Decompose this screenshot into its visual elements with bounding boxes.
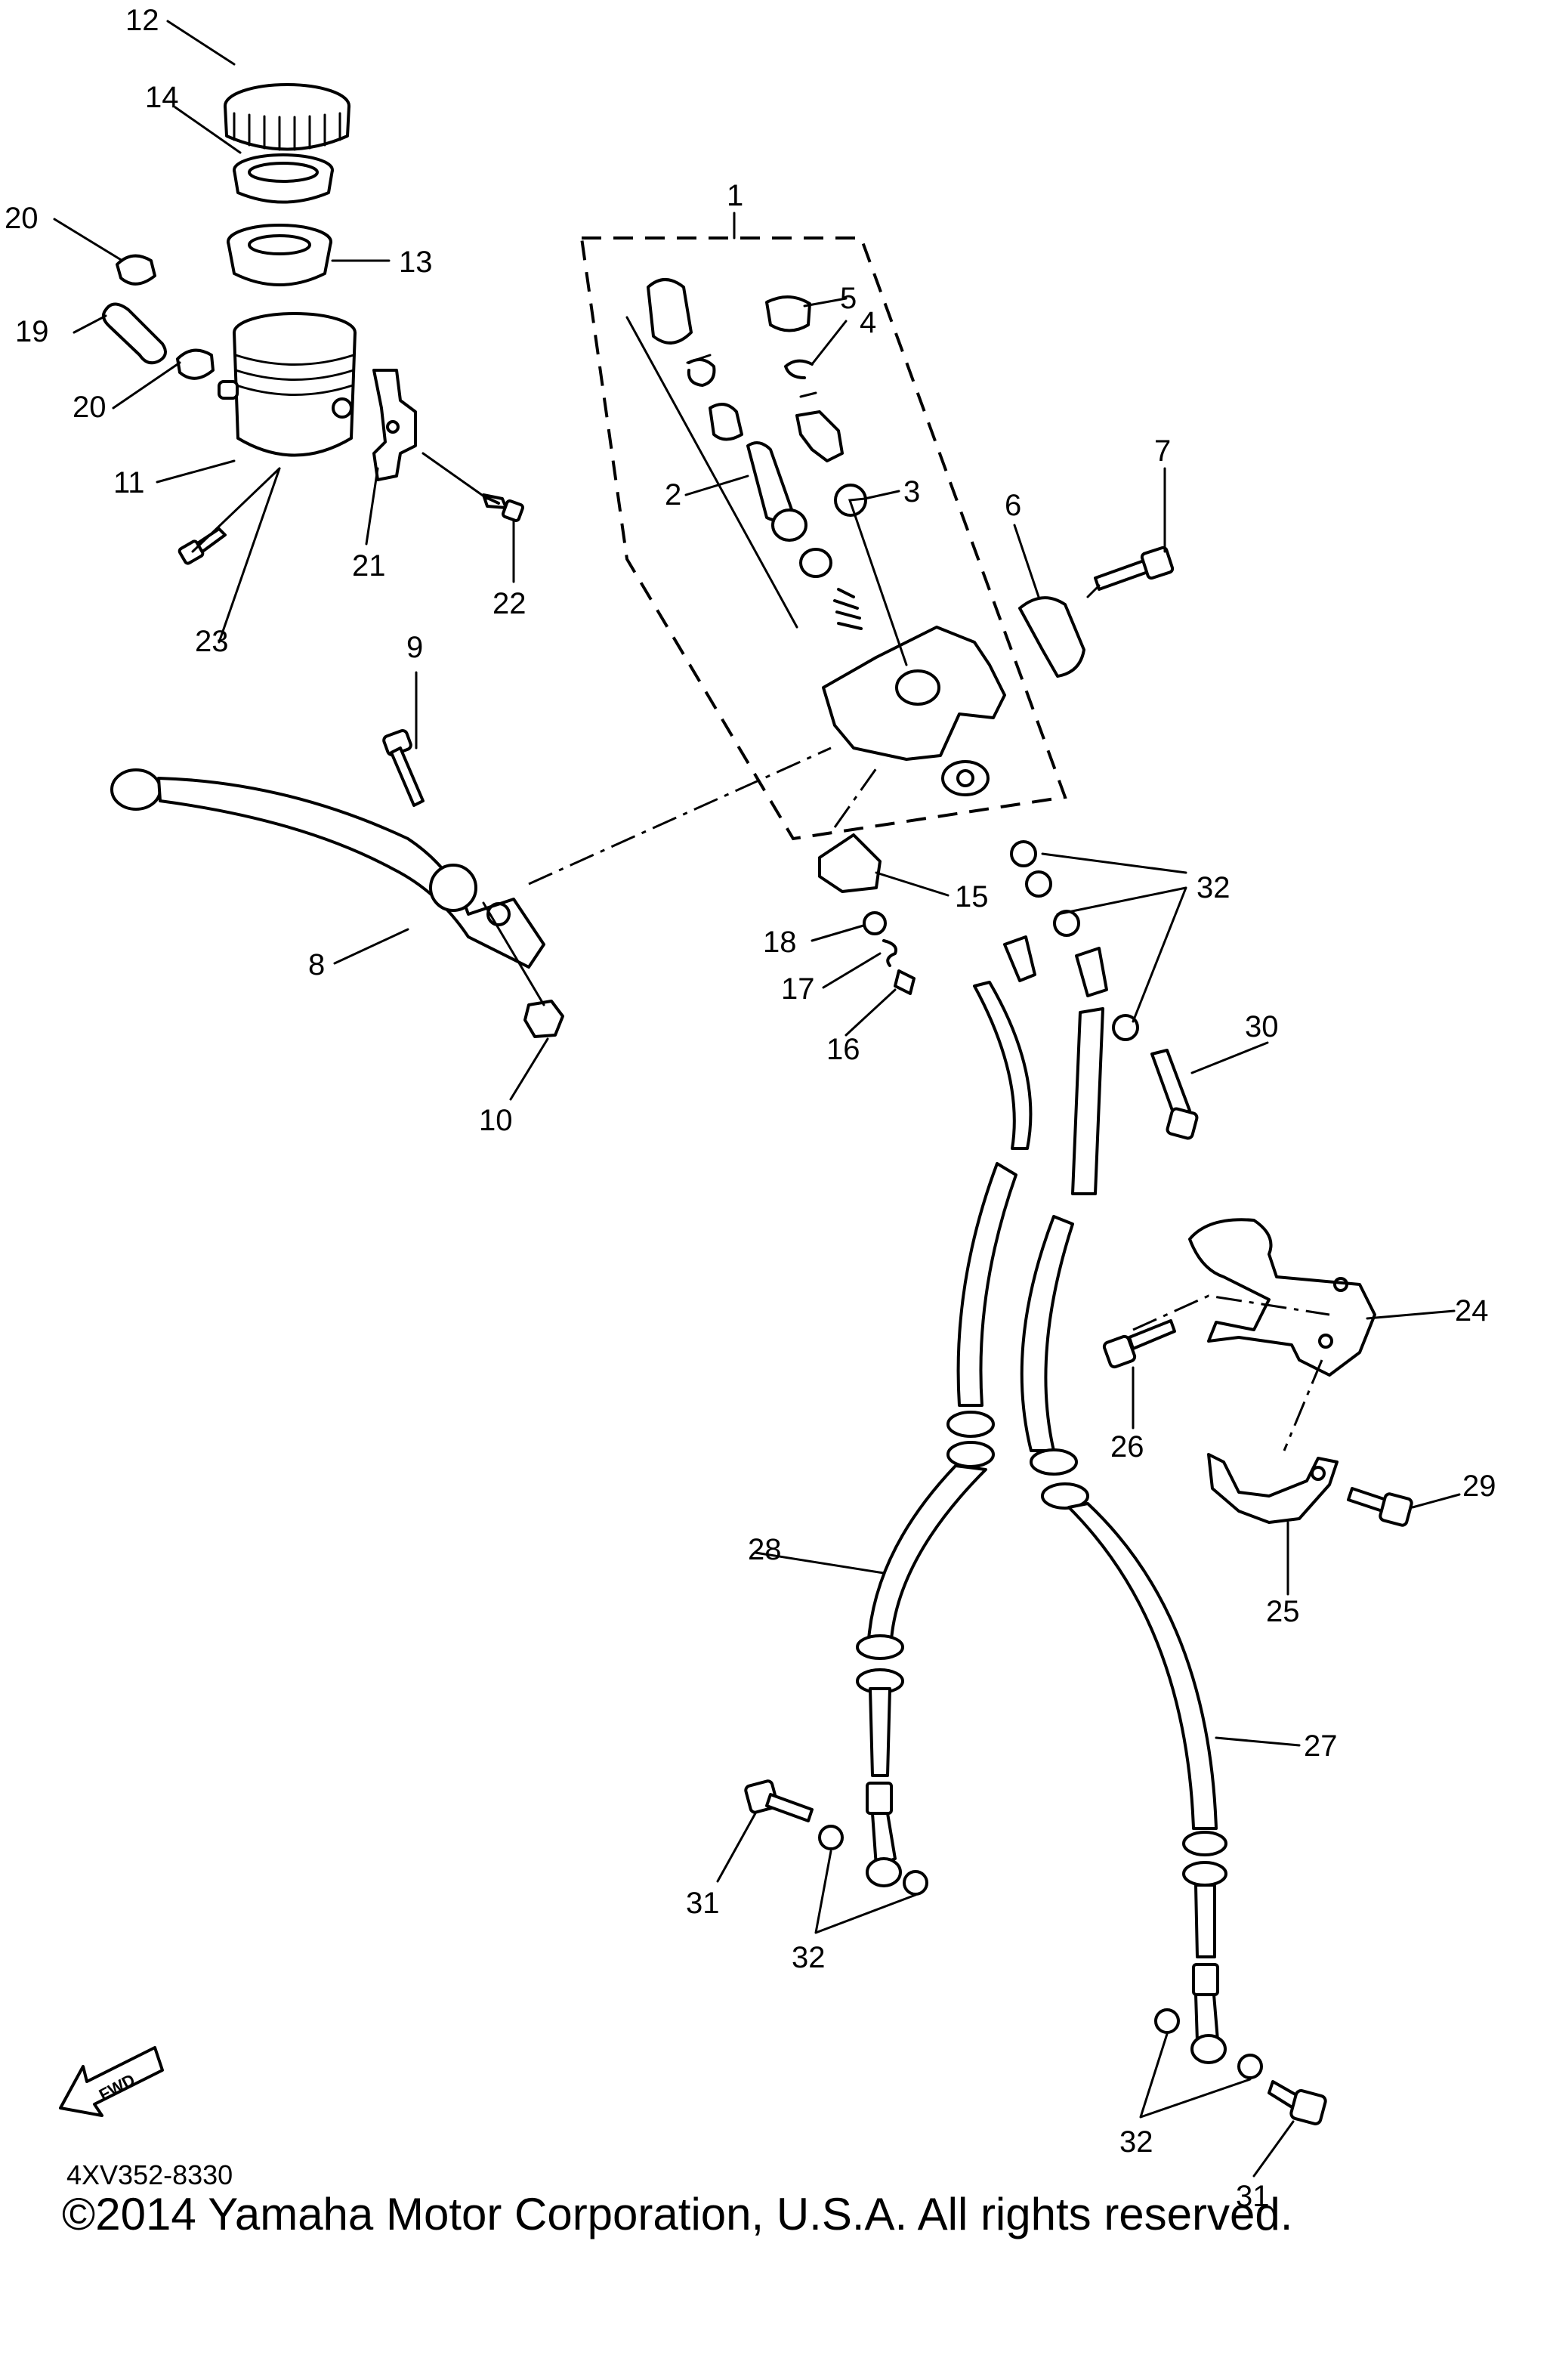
callout-18: 18: [763, 926, 797, 959]
washer-18-part: [863, 911, 887, 935]
circlip-4-part: [784, 359, 814, 379]
callout-3: 3: [903, 475, 920, 508]
callout-19: 19: [15, 315, 49, 348]
reservoir-bracket-part: [372, 369, 417, 481]
reservoir-cap-part: [224, 83, 350, 151]
callout-32-left: 32: [792, 1941, 826, 1974]
holder-6-part: [1018, 596, 1085, 678]
callout-23: 23: [195, 625, 229, 658]
reservoir-hose-part: [101, 302, 167, 365]
union-bolt-31-right-part: [1268, 2080, 1327, 2125]
callout-25: 25: [1266, 1595, 1300, 1628]
hose-clamp-upper-part: [116, 254, 156, 286]
callout-7: 7: [1154, 434, 1171, 468]
reservoir-tank-part: [218, 312, 357, 457]
diaphragm-part: [227, 224, 332, 286]
leader-7-6: [1086, 584, 1101, 598]
leader-23-11: [191, 467, 281, 553]
callout-labels: 12 14 20 13 19 20 11 21 22 23 1 5 4 2 3 …: [5, 4, 1496, 2213]
brake-hose-28-part: [856, 935, 1036, 1887]
callout-32-right: 32: [1119, 2125, 1153, 2159]
callout-31-right: 31: [1236, 2180, 1270, 2213]
spring-17-part: [882, 939, 897, 967]
callout-22: 22: [493, 587, 526, 620]
callout-10: 10: [479, 1104, 513, 1137]
callout-8: 8: [308, 948, 325, 981]
callout-28: 28: [748, 1533, 782, 1566]
callout-12: 12: [125, 4, 159, 37]
guide-centerline-upper: [1132, 1294, 1330, 1331]
callout-26: 26: [1110, 1430, 1144, 1464]
union-bolt-31-left-part: [744, 1779, 814, 1822]
callout-9: 9: [406, 631, 423, 664]
piston-cup-part: [647, 278, 693, 345]
fwd-arrow-icon: FWD: [59, 2046, 164, 2117]
callout-1: 1: [727, 179, 743, 212]
locknut-part: [523, 1000, 564, 1038]
callout-20-lower: 20: [73, 391, 107, 424]
callout-14: 14: [145, 81, 179, 114]
bolt-7-part: [1094, 546, 1175, 591]
copper-washers-upper: [1010, 840, 1139, 1041]
union-bolt-30-part: [1150, 1049, 1199, 1140]
callout-30: 30: [1245, 1010, 1279, 1043]
callout-2: 2: [665, 478, 681, 512]
callout-6: 6: [1005, 489, 1021, 522]
callout-29: 29: [1462, 1470, 1496, 1503]
callout-31-left: 31: [686, 1887, 720, 1920]
circlip-part: [687, 358, 716, 387]
pivot-bolt-part: [382, 729, 425, 807]
copyright-notice: ©2014 Yamaha Motor Corporation, U.S.A. A…: [62, 2189, 1293, 2239]
piston-part: [709, 403, 807, 542]
union-fitting-part: [795, 410, 844, 462]
lever-centerline: [528, 746, 832, 886]
master-cylinder-body-part: [822, 626, 1006, 796]
diaphragm-holder-part: [233, 153, 334, 204]
brake-hose-27-part: [1020, 947, 1227, 2064]
hose-clamp-lower-part: [176, 348, 215, 380]
spring-part: [799, 548, 863, 630]
bolt-29-part: [1347, 1487, 1413, 1527]
callout-24: 24: [1455, 1294, 1489, 1328]
cap-5-part: [765, 295, 811, 332]
screw-16-part: [894, 969, 916, 995]
master-cylinder-kit-outline: [579, 236, 1067, 841]
guide-centerline-lower: [1283, 1359, 1323, 1451]
copper-washers-right: [1154, 2008, 1263, 2079]
callout-4: 4: [860, 306, 876, 339]
bolt-22-part: [482, 493, 524, 522]
callout-11: 11: [113, 466, 145, 499]
callout-32-upper: 32: [1197, 871, 1230, 904]
brake-lever-part: [110, 768, 545, 969]
callout-21: 21: [352, 549, 386, 583]
bolt-26-part: [1102, 1319, 1176, 1369]
hose-guide-24-part: [1188, 1218, 1376, 1377]
switch-centerline: [833, 762, 882, 828]
callout-27: 27: [1304, 1729, 1338, 1763]
callout-17: 17: [781, 972, 815, 1006]
diagram-code: 4XV352-8330: [66, 2159, 233, 2190]
callout-13: 13: [399, 246, 433, 279]
callout-16: 16: [826, 1033, 860, 1066]
bolt-23-part: [178, 527, 227, 565]
hose-guide-25-part: [1207, 1453, 1339, 1524]
callout-20-upper: 20: [5, 202, 39, 235]
lever-to-nut-line: [482, 901, 545, 1006]
callout-15: 15: [955, 880, 989, 913]
switch-15-part: [818, 833, 882, 893]
leader-lines: [53, 20, 1461, 2178]
callout-5: 5: [840, 282, 857, 315]
